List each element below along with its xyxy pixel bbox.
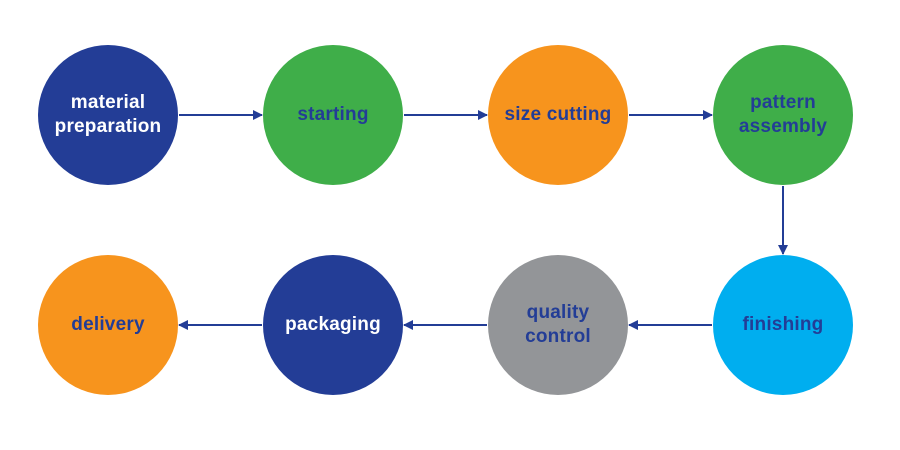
step-label: pattern xyxy=(750,92,816,113)
step-quality-control: quality control xyxy=(488,255,628,395)
step-pattern-assembly: pattern assembly xyxy=(713,45,853,185)
step-label: delivery xyxy=(71,314,145,335)
step-label: starting xyxy=(297,104,369,125)
step-label: finishing xyxy=(742,314,824,335)
step-label: assembly xyxy=(738,116,828,137)
step-label: quality xyxy=(526,302,590,323)
step-material-preparation: material preparation xyxy=(38,45,178,185)
step-label: size cutting xyxy=(504,104,612,125)
step-size-cutting: size cutting xyxy=(488,45,628,185)
step-label: preparation xyxy=(54,116,162,137)
step-label: packaging xyxy=(285,314,381,335)
step-delivery: delivery xyxy=(38,255,178,395)
step-starting: starting xyxy=(263,45,403,185)
step-label: material xyxy=(70,92,146,113)
step-finishing: finishing xyxy=(713,255,853,395)
step-packaging: packaging xyxy=(263,255,403,395)
step-label: control xyxy=(525,326,591,347)
